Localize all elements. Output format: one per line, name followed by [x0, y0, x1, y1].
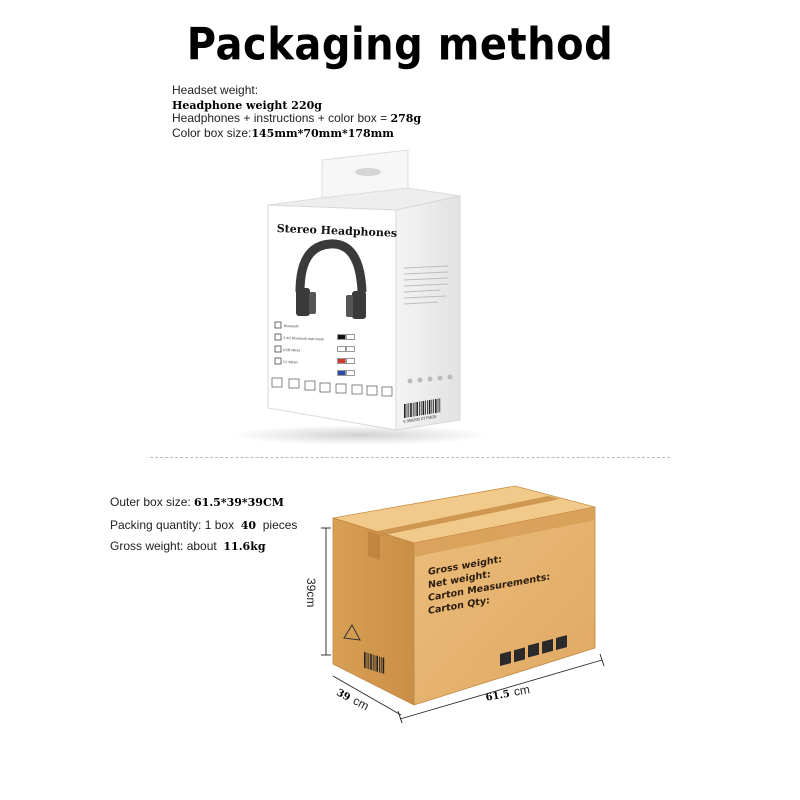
- swatch-blank: [346, 346, 355, 352]
- barcode-bar: [425, 400, 426, 415]
- barcode-bar: [419, 401, 420, 416]
- option-label: 3.5 Wired: [282, 359, 298, 365]
- swatch-black: [337, 334, 346, 340]
- swatch-blue: [337, 370, 346, 376]
- barcode-bar: [366, 652, 368, 669]
- barcode-bar: [408, 403, 410, 418]
- combo-weight-value: 278g: [390, 112, 422, 125]
- box-barcode-number: 6 958200 0770626: [403, 413, 437, 424]
- barcode-bar: [376, 655, 378, 672]
- packing-quantity-unit: pieces: [262, 518, 298, 532]
- barcode-bar: [406, 403, 408, 418]
- gross-weight-label: Gross weight: about: [110, 539, 217, 553]
- carton-side: [332, 517, 415, 706]
- side-spec-lines: [403, 265, 449, 305]
- barcode-bar: [414, 402, 416, 417]
- barcode-bar: [433, 399, 434, 414]
- headphone-weight-value: Headphone weight 220g: [172, 99, 322, 112]
- barcode-bar: [364, 652, 366, 668]
- barcode-bar: [368, 653, 370, 670]
- outer-box-size-label: Outer box size:: [110, 495, 191, 509]
- swatch-white: [337, 346, 346, 352]
- carton-label-block: Gross weight: Net weight: Carton Measure…: [428, 544, 550, 618]
- handling-icons: [500, 635, 567, 667]
- depth-dimension-label: 39 cm: [334, 683, 373, 715]
- headphone-icon: [295, 239, 367, 319]
- side-cert-icons: [407, 374, 453, 384]
- height-dimension-label: 39cm: [304, 578, 318, 608]
- outer-box-size: Outer box size: 61.5*39*39CM: [110, 495, 284, 509]
- option-checkboxes: [274, 321, 282, 365]
- swatch-blank: [346, 370, 355, 376]
- barcode-bar: [370, 653, 372, 670]
- swatch-red: [337, 358, 346, 364]
- width-dimension-label: 61.5 cm: [484, 680, 531, 706]
- barcode-bar: [435, 399, 437, 414]
- width-dimension-value: 61.5: [484, 688, 511, 704]
- page-title: Packaging method: [186, 19, 614, 71]
- warning-triangle-icon: [343, 623, 361, 641]
- hang-tab: [321, 149, 409, 209]
- depth-dimension-value: 39: [334, 687, 352, 704]
- barcode-bar: [404, 404, 406, 418]
- packing-quantity: Packing quantity: 1 box 40 pieces: [110, 518, 297, 532]
- barcode-bar: [422, 401, 425, 416]
- color-box-side: [395, 195, 461, 431]
- barcode-bar: [439, 398, 441, 413]
- box-front-title: Stereo Headphones: [276, 222, 398, 240]
- width-dimension-unit: cm: [512, 682, 531, 699]
- swatch-blank: [346, 334, 355, 340]
- swatch-blank: [346, 358, 355, 364]
- color-box-size-value: 145mm*70mm*178mm: [251, 127, 394, 140]
- headset-weight-heading: Headset weight:: [172, 83, 259, 97]
- barcode-bar: [374, 655, 376, 672]
- barcode-bar: [412, 402, 414, 417]
- barcode-bar: [382, 657, 385, 674]
- hang-hole: [355, 168, 381, 176]
- barcode-bar: [410, 403, 412, 418]
- barcode-bar: [431, 399, 433, 414]
- combo-weight: Headphones + instructions + color box = …: [172, 111, 421, 125]
- color-box-size-label: Color box size:: [172, 126, 252, 140]
- gross-weight-value: 11.6kg: [223, 540, 266, 553]
- carton-tape-top: [368, 496, 560, 536]
- headphone-weight: Headphone weight 220g: [172, 98, 322, 112]
- combo-weight-label: Headphones + instructions + color box =: [172, 111, 391, 125]
- depth-dimension-unit: cm: [350, 693, 372, 714]
- carton-barcode: [364, 652, 385, 674]
- feature-icons: [271, 377, 393, 397]
- barcode-bar: [427, 400, 428, 415]
- barcode-bar: [420, 401, 422, 416]
- packing-quantity-value: 40: [240, 519, 257, 532]
- barcode-bar: [380, 657, 382, 674]
- barcode-bar: [428, 400, 431, 415]
- gross-weight: Gross weight: about 11.6kg: [110, 539, 266, 553]
- carton-top: [332, 485, 596, 544]
- packing-quantity-label: Packing quantity: 1 box: [110, 518, 235, 532]
- outer-box-size-value: 61.5*39*39CM: [194, 496, 284, 509]
- color-box-size: Color box size:145mm*70mm*178mm: [172, 126, 394, 140]
- barcode-bar: [416, 402, 418, 417]
- option-labels: Bluetooth 2.4G Bluetooth dual mode USB W…: [282, 320, 324, 369]
- barcode-bar: [379, 656, 380, 673]
- section-divider: [150, 457, 670, 458]
- barcode-bar: [437, 398, 439, 413]
- barcode-bar: [372, 654, 374, 671]
